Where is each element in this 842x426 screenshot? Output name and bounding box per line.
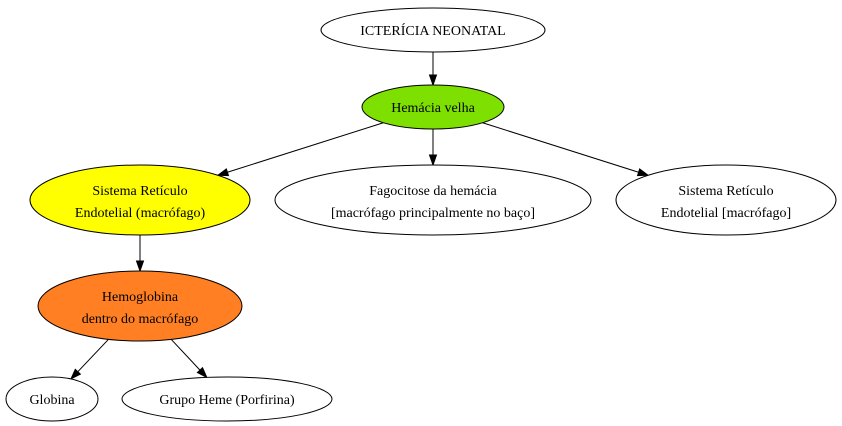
- arrowhead-icon: [636, 168, 650, 177]
- node-grupo-heme-shape: [121, 376, 333, 422]
- node-sre-branco-label-1: Sistema Retículo: [678, 184, 773, 199]
- node-hemoglobina-dentro-do-macrofago: Hemoglobina dentro do macrófago: [37, 270, 243, 342]
- edge-hemacia_velha-to-sre_amarelo: [216, 122, 384, 177]
- node-hemacia-velha: Hemácia velha: [361, 84, 505, 130]
- node-grupo-heme-porfirina: Grupo Heme (Porfirina): [121, 376, 333, 422]
- edge-line: [170, 338, 201, 371]
- node-fagocitose-shape: [274, 164, 592, 236]
- arrowhead-icon: [216, 168, 230, 177]
- node-fagocitose-label-1: Fagocitose da hemácia: [369, 184, 497, 199]
- edge-hemoglobina-to-globina: [69, 338, 109, 381]
- node-ictericia-neonatal-label: ICTERÍCIA NEONATAL: [360, 22, 505, 39]
- node-hemoglobina-shape: [37, 270, 243, 342]
- arrowhead-icon: [196, 366, 208, 379]
- edge-hemacia_velha-to-fagocitose: [428, 129, 438, 167]
- node-globina: Globina: [5, 376, 99, 422]
- node-sre-branco-shape: [615, 164, 837, 236]
- node-globina-label: Globina: [29, 393, 75, 408]
- node-sre-amarelo-label-2: Endotelial (macrófago): [75, 206, 206, 221]
- arrowhead-icon: [428, 154, 438, 167]
- node-hemoglobina-label-1: Hemoglobina: [102, 290, 179, 305]
- node-hemoglobina-label-2: dentro do macrófago: [82, 312, 199, 327]
- node-fagocitose-label-2: [macrófago principalmente no baço]: [331, 206, 535, 221]
- node-ictericia-neonatal: ICTERÍCIA NEONATAL: [320, 7, 546, 53]
- edge-line: [77, 338, 109, 373]
- edge-line: [227, 122, 384, 173]
- edge-sre_amarelo-to-hemoglobina: [135, 235, 145, 273]
- edge-hemacia_velha-to-sre_branco: [482, 122, 650, 177]
- node-fagocitose-da-hemacia: Fagocitose da hemácia [macrófago princip…: [274, 164, 592, 236]
- arrowhead-icon: [135, 260, 145, 273]
- arrowhead-icon: [69, 368, 82, 381]
- node-hemacia-velha-label: Hemácia velha: [391, 101, 475, 116]
- edge-hemoglobina-to-grupo_heme: [170, 338, 208, 379]
- node-sre-amarelo-label-1: Sistema Retículo: [92, 184, 187, 199]
- edge-ictericia-to-hemacia_velha: [428, 52, 438, 87]
- node-globina-shape: [5, 376, 99, 422]
- arrowhead-icon: [428, 74, 438, 87]
- node-sre-branco-label-2: Endotelial [macrófago]: [661, 206, 791, 221]
- node-sre-amarelo-shape: [29, 164, 251, 236]
- node-ictericia-neonatal-shape: [320, 7, 546, 53]
- node-grupo-heme-label: Grupo Heme (Porfirina): [159, 393, 295, 408]
- edge-line: [482, 122, 639, 173]
- node-hemacia-velha-shape: [361, 84, 505, 130]
- node-sistema-reticulo-endotelial-macrofago: Sistema Retículo Endotelial (macrófago): [29, 164, 251, 236]
- node-sistema-reticulo-endotelial-branco: Sistema Retículo Endotelial [macrófago]: [615, 164, 837, 236]
- edges-layer: [69, 52, 650, 381]
